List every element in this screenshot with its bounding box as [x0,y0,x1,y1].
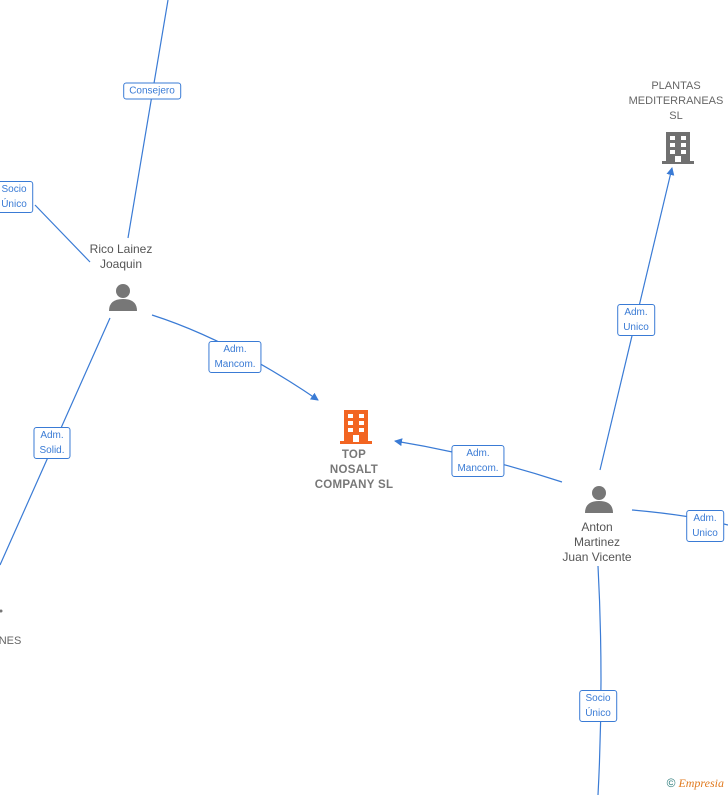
brand-logo: ©Empresia [667,776,724,791]
relation-socio-unico-bottom[interactable]: Socio Único [579,690,617,722]
main-company-building-icon[interactable] [340,408,372,449]
person-icon [109,284,137,311]
rico-person-icon[interactable] [108,282,138,317]
main-company-name[interactable]: TOP NOSALT COMPANY SL [314,449,394,491]
building-icon [662,132,694,164]
building-icon [340,410,372,444]
partial-left-company-name[interactable]: NES [0,635,22,647]
anton-person-name[interactable]: Anton Martinez Juan Vicente [562,520,632,564]
anton-person-icon[interactable] [584,484,614,519]
edge-socio-unico-bottom [597,565,602,795]
person-icon [585,486,613,513]
edge-consejero [127,0,169,239]
plantas-building-icon[interactable] [662,130,694,171]
edge-socio-unico-left [34,204,91,263]
relation-adm-unico-plantas[interactable]: Adm. Unico [617,304,655,336]
partial-node-dot [0,609,3,613]
relation-adm-solid[interactable]: Adm. Solid. [33,427,71,459]
relation-adm-mancom-rico[interactable]: Adm. Mancom. [208,341,262,373]
relation-socio-unico-left[interactable]: Socio Único [0,181,33,213]
rico-person-name[interactable]: Rico Lainez Joaquin [89,242,153,271]
copyright-symbol: © [666,776,676,790]
relation-adm-mancom-anton[interactable]: Adm. Mancom. [451,445,505,477]
relation-adm-unico-right[interactable]: Adm. Unico [686,510,724,542]
relation-consejero[interactable]: Consejero [123,82,181,100]
plantas-company-name[interactable]: PLANTAS MEDITERRANEAS SL [628,80,724,122]
brand-name: Empresia [678,776,724,790]
